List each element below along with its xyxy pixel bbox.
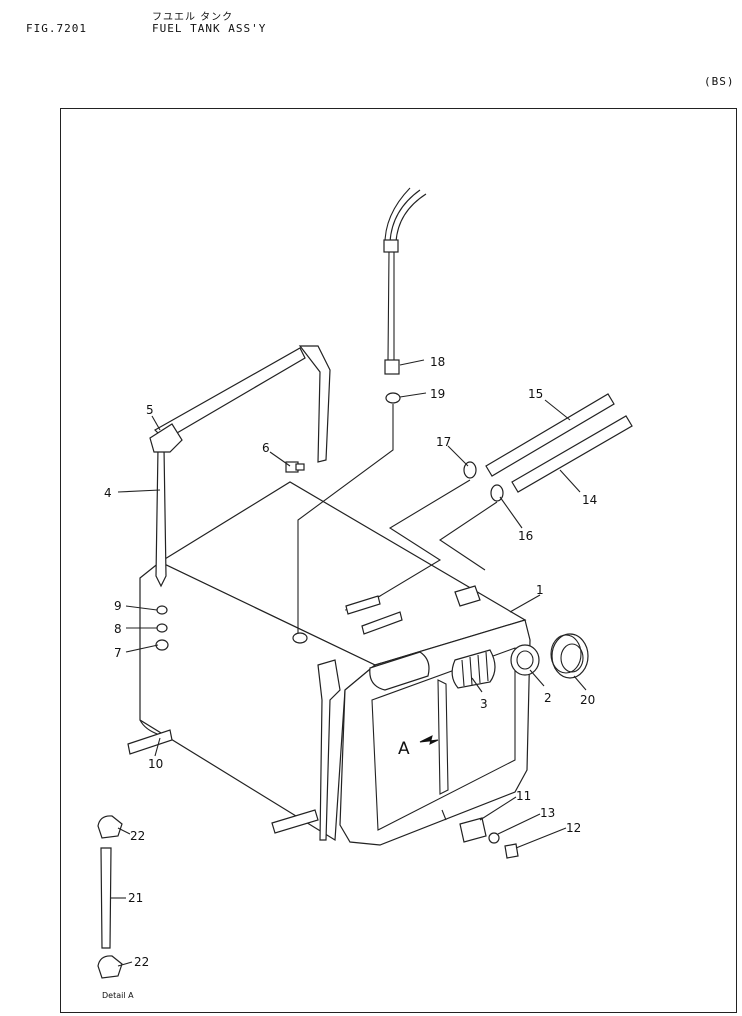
detail-a: Detail A <box>97 815 134 1000</box>
callout-6: 6 <box>262 441 270 455</box>
callout-19: 19 <box>430 387 445 401</box>
callout-1: 1 <box>536 583 544 597</box>
leader-lines <box>110 359 587 967</box>
rubber-pad <box>127 729 319 834</box>
callout-14: 14 <box>582 493 597 507</box>
callout-13: 13 <box>540 806 555 820</box>
view-marker-label: A <box>398 739 410 759</box>
view-arrow: A <box>398 735 439 759</box>
page-title: FUEL TANK ASS'Y <box>152 22 267 35</box>
drain-parts <box>441 809 519 859</box>
callouts: 1 2 3 4 5 6 7 8 9 10 11 12 13 14 15 16 1… <box>104 355 597 969</box>
filler-neck <box>369 649 496 691</box>
bolt <box>285 461 305 473</box>
callout-9: 9 <box>114 599 122 613</box>
fuel-cap <box>510 644 540 676</box>
callout-22-bottom: 22 <box>134 955 149 969</box>
callout-17: 17 <box>436 435 451 449</box>
detail-caption: Detail A <box>102 991 134 1000</box>
diagram-frame <box>60 108 737 1013</box>
callout-7: 7 <box>114 646 122 660</box>
callout-2: 2 <box>544 691 552 705</box>
callout-5: 5 <box>146 403 154 417</box>
callout-8: 8 <box>114 622 122 636</box>
fuel-gauge-sender <box>292 187 427 644</box>
level-gauge <box>437 679 449 795</box>
callout-18: 18 <box>430 355 445 369</box>
title-japanese: フユエル タンク <box>152 12 234 23</box>
model-code: (BS) <box>704 75 735 88</box>
callout-4: 4 <box>104 486 112 500</box>
callout-3: 3 <box>480 697 488 711</box>
callout-20: 20 <box>580 693 595 707</box>
strainer-cap <box>550 633 589 679</box>
callout-21: 21 <box>128 891 143 905</box>
callout-11: 11 <box>516 789 531 803</box>
strap <box>149 345 481 841</box>
washers-and-nut <box>155 605 169 651</box>
callout-15: 15 <box>528 387 543 401</box>
callout-22-top: 22 <box>130 829 145 843</box>
figure-number: FIG.7201 <box>26 22 87 35</box>
callout-16: 16 <box>518 529 533 543</box>
callout-10: 10 <box>148 757 163 771</box>
callout-12: 12 <box>566 821 581 835</box>
